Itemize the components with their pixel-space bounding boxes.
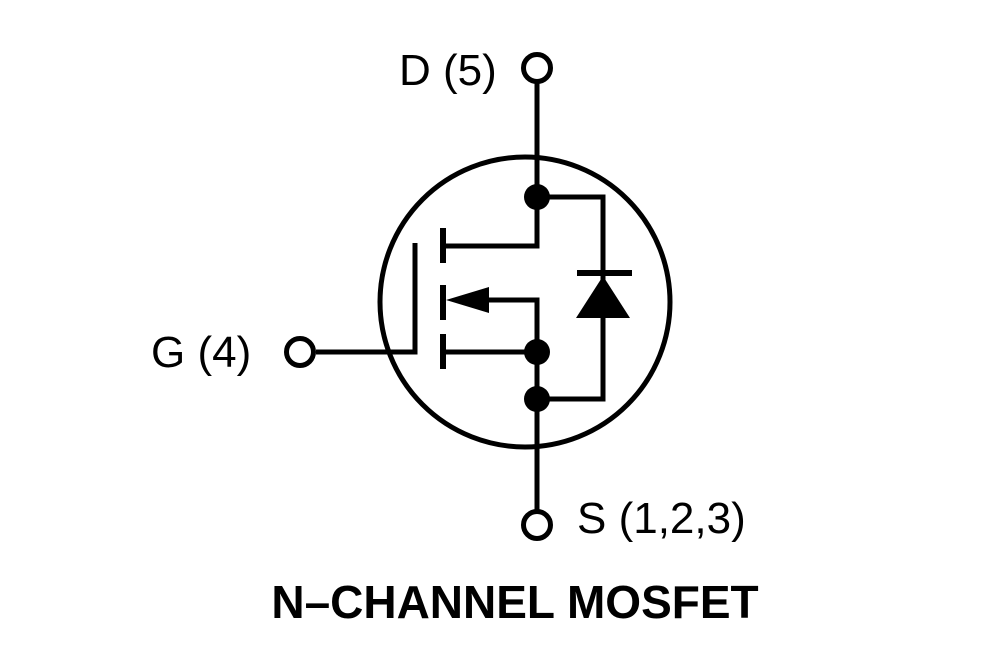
junction-dot-source [524, 339, 550, 365]
junction-dot-drain [524, 184, 550, 210]
junction-dot-body-diode [524, 386, 550, 412]
source-terminal [521, 509, 553, 541]
gate-terminal [284, 336, 316, 368]
gate-terminal-label: G (4) [151, 328, 252, 377]
body-connection [470, 297, 540, 352]
source-terminal-label: S (1,2,3) [577, 494, 746, 543]
diagram-title: N–CHANNEL MOSFET [271, 576, 759, 628]
gate-lead-and-electrode [316, 243, 418, 355]
drain-lead [443, 83, 540, 249]
diode-anode-triangle [576, 276, 630, 318]
drain-terminal [521, 52, 553, 84]
body-arrow [446, 287, 489, 313]
drain-terminal-label: D (5) [399, 46, 497, 95]
transistor-body-circle [377, 154, 673, 450]
